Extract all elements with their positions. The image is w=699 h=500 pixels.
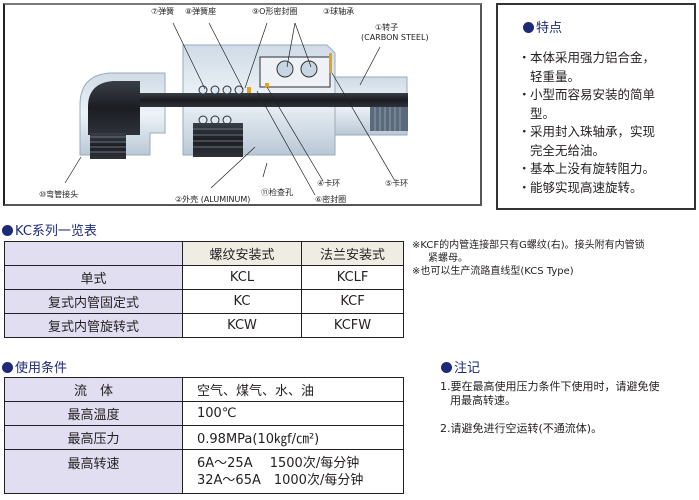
remarks-title: 注记 xyxy=(441,357,480,376)
row-label: 单式 xyxy=(4,265,183,290)
row-label: 最高压力 xyxy=(4,425,183,450)
label-o-ring: ⑨O形密封圈 xyxy=(252,7,298,16)
table-row: 复式内管旋转式 KCW KCFW xyxy=(4,313,404,338)
note-line: ※KCF的内管连接部只有G螺纹(右)。接头附有内管锁 xyxy=(412,240,645,251)
table-cell: KCW xyxy=(182,313,302,338)
label-ball-bearing: ③球轴承 xyxy=(323,7,355,16)
feature-item: ・采用封入珠轴承，实现完全无给油。 xyxy=(518,124,656,158)
remark-item: 1.要在最高使用压力条件下使用时，请避免使 用最高转速。 xyxy=(440,380,660,407)
speed-line: 6A～25A 1500次/每分钟 xyxy=(197,455,360,471)
table-cell: KCL xyxy=(182,265,302,290)
label-rotor-material: (CARBON STEEL) xyxy=(361,33,429,42)
note-line: 紧螺母。 xyxy=(428,253,468,264)
kc-series-notes: ※KCF的内管连接部只有G螺纹(右)。接头附有内管锁 紧螺母。 ※也可以生产流路… xyxy=(412,239,698,278)
table-header-row: 螺纹安装式 法兰安装式 xyxy=(4,241,404,266)
table-cell: 100℃ xyxy=(182,401,404,426)
kc-series-table: 螺纹安装式 法兰安装式 单式 KCL KCLF 复式内管固定式 KC KCF 复… xyxy=(4,241,404,338)
bullet-dot-icon xyxy=(2,362,13,373)
features-title: 特点 xyxy=(523,17,562,36)
table-row: 最高转速 6A～25A 1500次/每分钟 32A～65A 1000次/每分钟 xyxy=(4,449,404,494)
bullet-dot-icon xyxy=(441,362,452,373)
bullet-dot-icon xyxy=(2,225,13,236)
note-line: ※也可以生产流路直线型(KCS Type) xyxy=(412,266,574,277)
label-spring-seat: ⑧弹簧座 xyxy=(185,7,217,16)
header-cell: 螺纹安装式 xyxy=(182,241,302,266)
features-box: 特点 ・本体采用强力铝合金，轻重量。 ・小型而容易安装的简单型。 ・采用封入珠轴… xyxy=(496,3,696,210)
conditions-title: 使用条件 xyxy=(2,357,67,376)
remark-item: 2.请避免进行空运转(不通流体)。 xyxy=(440,422,603,435)
header-cell xyxy=(4,241,183,266)
kc-series-title: KC系列一览表 xyxy=(2,220,97,239)
table-cell: KCFW xyxy=(301,313,404,338)
remarks-list: 1.要在最高使用压力条件下使用时，请避免使 用最高转速。 2.请避免进行空运转(… xyxy=(440,380,698,436)
bullet-dot-icon xyxy=(523,22,534,33)
label-snap-ring-4: ④卡环 xyxy=(317,179,341,188)
rotary-joint-illustration xyxy=(64,22,408,196)
table-row: 最高压力 0.98MPa(10㎏f/㎝²) xyxy=(4,425,404,450)
label-spring: ⑦弹簧 xyxy=(151,7,175,16)
label-rotor: ①转子 xyxy=(375,23,399,32)
row-label: 复式内管固定式 xyxy=(4,289,183,314)
label-elbow: ⑩弯管接头 xyxy=(39,190,79,199)
table-cell: 0.98MPa(10㎏f/㎝²) xyxy=(182,425,404,450)
feature-item: ・本体采用强力铝合金，轻重量。 xyxy=(518,50,656,84)
table-row: 单式 KCL KCLF xyxy=(4,265,404,290)
header-cell: 法兰安装式 xyxy=(301,241,404,266)
table-cell: KCF xyxy=(301,289,404,314)
row-label: 最高温度 xyxy=(4,401,183,426)
conditions-table: 流 体 空气、煤气、水、油 最高温度 100℃ 最高压力 0.98MPa(10㎏… xyxy=(4,377,404,494)
feature-item: ・小型而容易安装的简单型。 xyxy=(518,87,656,121)
label-snap-ring-5: ⑤卡环 xyxy=(385,179,409,188)
label-housing: ②外壳 (ALUMINUM) xyxy=(175,195,251,204)
table-row: 最高温度 100℃ xyxy=(4,401,404,426)
table-cell: KC xyxy=(182,289,302,314)
table-cell: 空气、煤气、水、油 xyxy=(182,377,404,402)
label-seal: ⑥密封圈 xyxy=(315,195,347,204)
row-label: 最高转速 xyxy=(4,449,183,494)
feature-item: ・基本上没有旋转阻力。 xyxy=(518,161,656,176)
rotary-joint-cutaway-diagram: ⑦弹簧 ⑧弹簧座 ⑨O形密封圈 ③球轴承 ①转子 (CARBON STEEL) … xyxy=(3,3,482,206)
table-row: 流 体 空气、煤气、水、油 xyxy=(4,377,404,402)
row-label: 流 体 xyxy=(4,377,183,402)
table-cell: KCLF xyxy=(301,265,404,290)
label-inspection-hole: ⑪检查孔 xyxy=(261,188,293,197)
table-row: 复式内管固定式 KC KCF xyxy=(4,289,404,314)
features-list: ・本体采用强力铝合金，轻重量。 ・小型而容易安装的简单型。 ・采用封入珠轴承，实… xyxy=(518,49,693,197)
speed-line: 32A～65A 1000次/每分钟 xyxy=(197,472,364,488)
row-label: 复式内管旋转式 xyxy=(4,313,183,338)
feature-item: ・能够实现高速旋转。 xyxy=(518,179,643,195)
table-cell: 6A～25A 1500次/每分钟 32A～65A 1000次/每分钟 xyxy=(182,449,404,494)
